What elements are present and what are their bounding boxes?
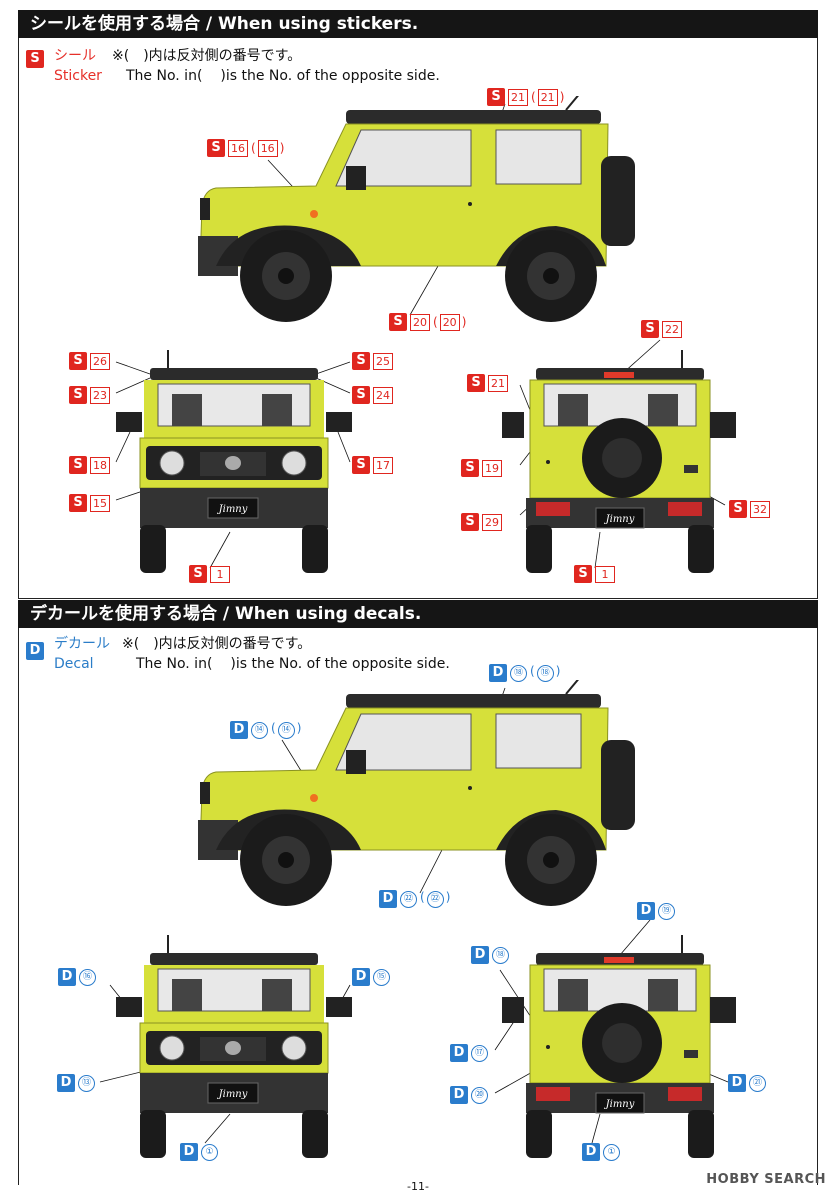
sticker-section-title: シールを使用する場合 / When using stickers. <box>18 10 818 38</box>
front-view-car-top: Jimny <box>116 350 352 573</box>
side-car-wheels-2 <box>240 814 597 906</box>
sticker-legend: S シール Sticker ※()内は反対側の番号です。 The No. in(… <box>26 46 526 86</box>
svg-text:Jimny: Jimny <box>604 514 635 525</box>
side-view-car-top <box>198 96 635 322</box>
sticker-jp-label: シール <box>54 48 96 64</box>
watermark: HOBBY SEARCH <box>706 1172 826 1187</box>
decal-badge: D <box>26 642 44 660</box>
rear-view-car-bottom: Jimny <box>502 935 736 1158</box>
rear-view-car-top: Jimny <box>502 350 736 573</box>
sticker-note-jp: ※()内は反対側の番号です。 <box>112 48 302 64</box>
svg-text:Jimny: Jimny <box>604 1099 635 1110</box>
sticker-badge: S <box>26 50 44 68</box>
front-plate: Jimny <box>207 497 259 519</box>
decal-legend: D デカール Decal ※()内は反対側の番号です。 The No. in()… <box>26 634 546 674</box>
rear-plate: Jimny <box>595 507 645 529</box>
page-number: -11- <box>407 1180 429 1193</box>
rear-car-body-2 <box>502 935 736 1158</box>
decal-section-title: デカールを使用する場合 / When using decals. <box>18 600 818 628</box>
side-view-car-bottom <box>198 680 635 906</box>
sticker-en-label: Sticker <box>54 68 102 84</box>
decal-section-frame <box>18 600 818 1185</box>
side-car-wheels <box>240 230 597 322</box>
front-car-body <box>116 350 352 573</box>
front-view-car-bottom: Jimny <box>116 935 352 1158</box>
svg-text:Jimny: Jimny <box>217 504 248 515</box>
sticker-section-frame <box>18 10 818 599</box>
decal-note-jp: ※()内は反対側の番号です。 <box>122 636 312 652</box>
svg-text:Jimny: Jimny <box>217 1089 248 1100</box>
decal-jp-label: デカール <box>54 636 110 652</box>
rear-car-body <box>502 350 736 573</box>
decal-en-label: Decal <box>54 656 94 672</box>
front-car-body-2 <box>116 935 352 1158</box>
rear-plate-2: Jimny <box>595 1092 645 1114</box>
sticker-note-en: The No. in()is the No. of the opposite s… <box>126 68 440 84</box>
decal-note-en: The No. in()is the No. of the opposite s… <box>136 656 450 672</box>
front-plate-2: Jimny <box>207 1082 259 1104</box>
